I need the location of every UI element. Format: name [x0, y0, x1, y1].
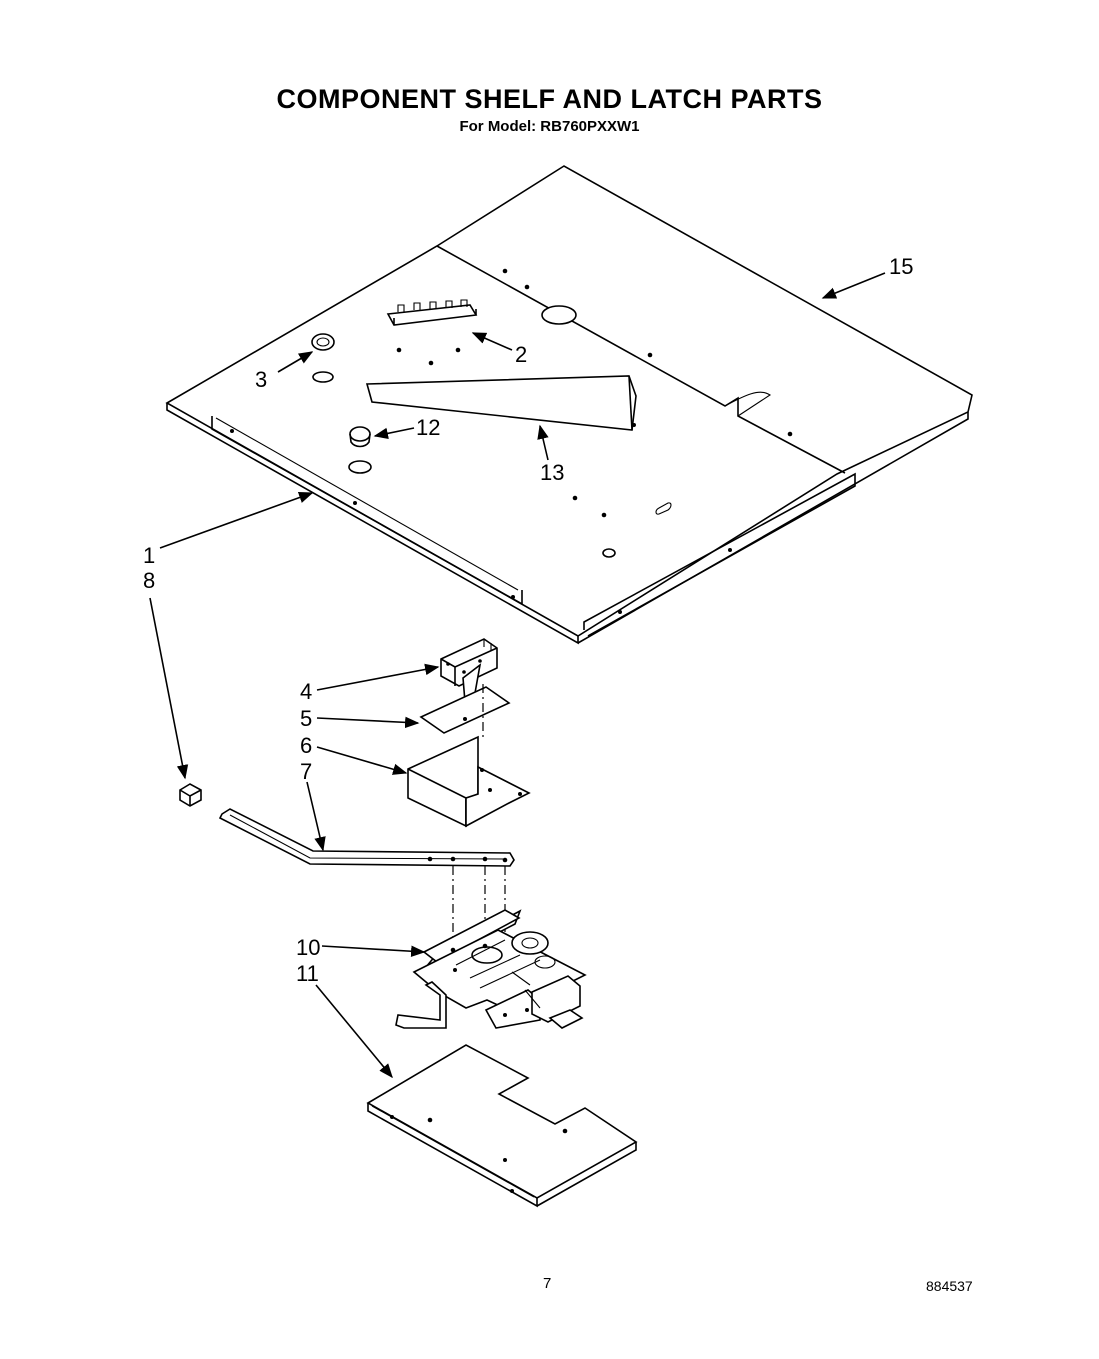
callout-8: 8: [143, 568, 155, 593]
callout-4: 4: [300, 679, 312, 704]
model-subtitle: For Model: RB760PXXW1: [459, 118, 640, 135]
latch-cover-plate: [366, 1044, 638, 1208]
callout-6: 6: [300, 733, 312, 758]
grommet: [311, 333, 335, 351]
latch-link: [218, 808, 515, 867]
callout-3: 3: [255, 367, 267, 392]
latch-assembly: [395, 909, 587, 1029]
bumper: [179, 783, 202, 807]
switch-insulator: [419, 686, 511, 734]
callout-2: 2: [515, 342, 527, 367]
callout-15-text: 13: [540, 460, 564, 485]
snap-bushing: [349, 426, 371, 448]
callout-5: 5: [300, 706, 312, 731]
callout-labels: 15 2 3 12 13 1 8 4 5 6 7 10 11: [143, 254, 913, 986]
callout-13: 15: [889, 254, 913, 279]
callout-1: 1: [143, 543, 155, 568]
leader-lines: [149, 272, 886, 1079]
baffle: [365, 375, 637, 431]
callout-11: 11: [296, 961, 319, 986]
switch-bracket: [407, 735, 531, 828]
page-number: 7: [543, 1275, 552, 1292]
terminal-block: [386, 299, 478, 326]
document-number: 884537: [926, 1278, 973, 1294]
latch-switch: [440, 638, 498, 704]
callout-12: 12: [416, 415, 440, 440]
page-title: COMPONENT SHELF AND LATCH PARTS: [276, 84, 823, 114]
callout-7: 7: [300, 759, 312, 784]
callout-10: 10: [296, 935, 320, 960]
